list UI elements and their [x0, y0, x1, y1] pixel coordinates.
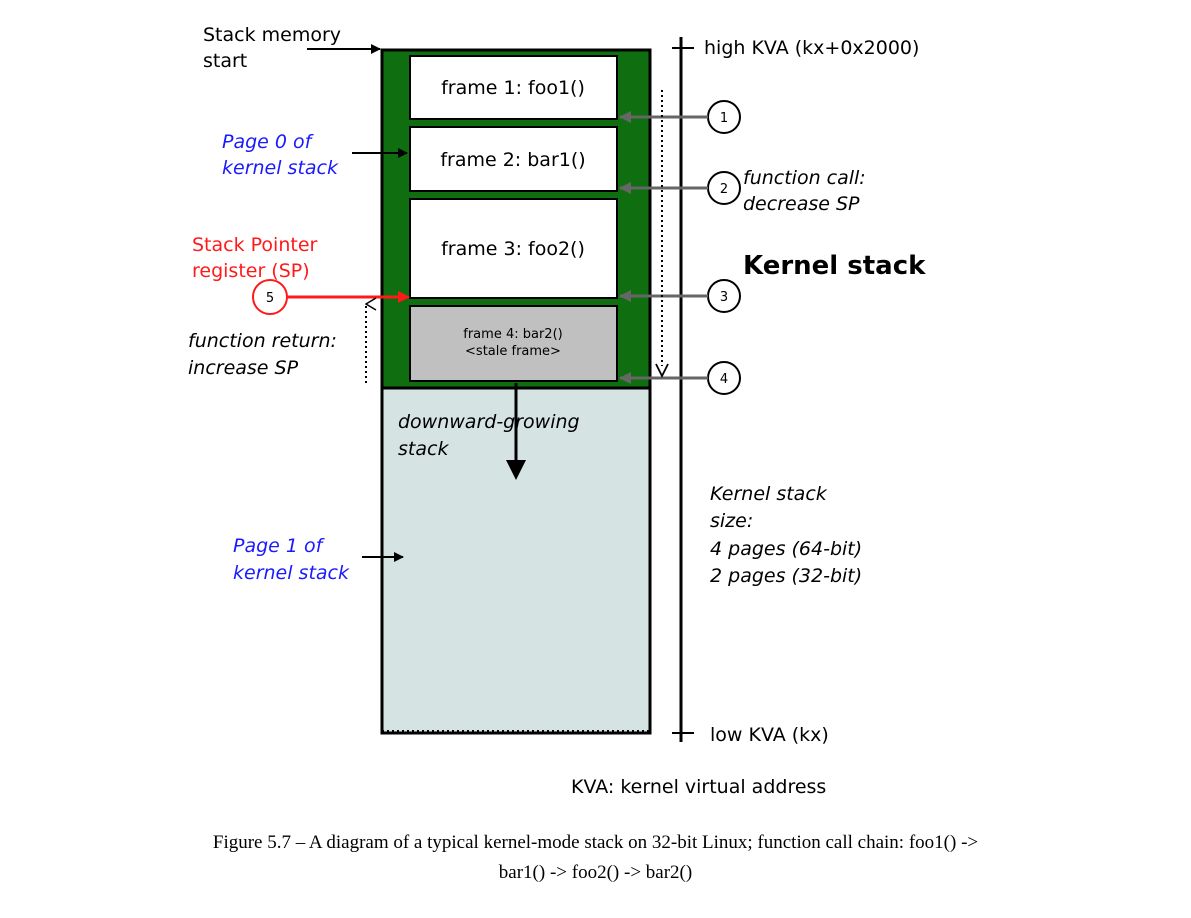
stack-size-label-4: 2 pages (32-bit) [710, 565, 862, 587]
func-call-arrow-head [655, 363, 669, 379]
marker-1-label: 1 [720, 111, 728, 126]
high-kva-label: high KVA (kx+0x2000) [704, 37, 919, 59]
func-call-label: function call: [743, 167, 866, 189]
sp-label-2: register (SP) [192, 260, 310, 282]
stack-memory-start-label-2: start [203, 50, 247, 72]
marker-3-label: 3 [720, 290, 728, 305]
figure-caption: Figure 5.7 – A diagram of a typical kern… [0, 828, 1191, 888]
frame-4-box [409, 305, 618, 382]
frame-2-label: frame 2: bar1() [440, 149, 585, 171]
stack-size-label-2: size: [710, 510, 753, 532]
downward-label-2: stack [398, 438, 449, 460]
func-return-label: function return: [188, 330, 337, 352]
downward-label: downward-growing [398, 411, 580, 433]
marker-5-label: 5 [266, 291, 274, 306]
frame-3-label: frame 3: foo2() [441, 238, 585, 260]
frame-2-box [409, 126, 618, 192]
page1-label-2: kernel stack [233, 562, 350, 584]
kva-legend: KVA: kernel virtual address [571, 776, 826, 798]
sp-label: Stack Pointer [192, 234, 318, 256]
func-call-label-2: decrease SP [743, 193, 860, 215]
kernel-stack-title: Kernel stack [743, 251, 926, 281]
caption-line-1: Figure 5.7 – A diagram of a typical kern… [212, 832, 979, 853]
func-return-label-2: increase SP [188, 357, 299, 379]
downward-arrow-head [506, 460, 526, 480]
marker-2-label: 2 [720, 182, 728, 197]
stack-size-label-3: 4 pages (64-bit) [710, 538, 862, 560]
stack-memory-start-label: Stack memory [203, 24, 341, 46]
stack-size-label: Kernel stack [710, 483, 828, 505]
caption-line-2: bar1() -> foo2() -> bar2() [498, 862, 693, 883]
frame-4-stale-label: <stale frame> [465, 344, 561, 359]
frame-1-box [409, 55, 618, 120]
page0-label-2: kernel stack [222, 157, 339, 179]
page1-label: Page 1 of [233, 535, 326, 557]
marker-4-label: 4 [720, 372, 728, 387]
page0-label: Page 0 of [222, 131, 315, 153]
frame-4-label: frame 4: bar2() [463, 327, 562, 342]
frame-1-label: frame 1: foo1() [441, 77, 585, 99]
low-kva-label: low KVA (kx) [710, 724, 829, 746]
frame-3-box [409, 198, 618, 299]
